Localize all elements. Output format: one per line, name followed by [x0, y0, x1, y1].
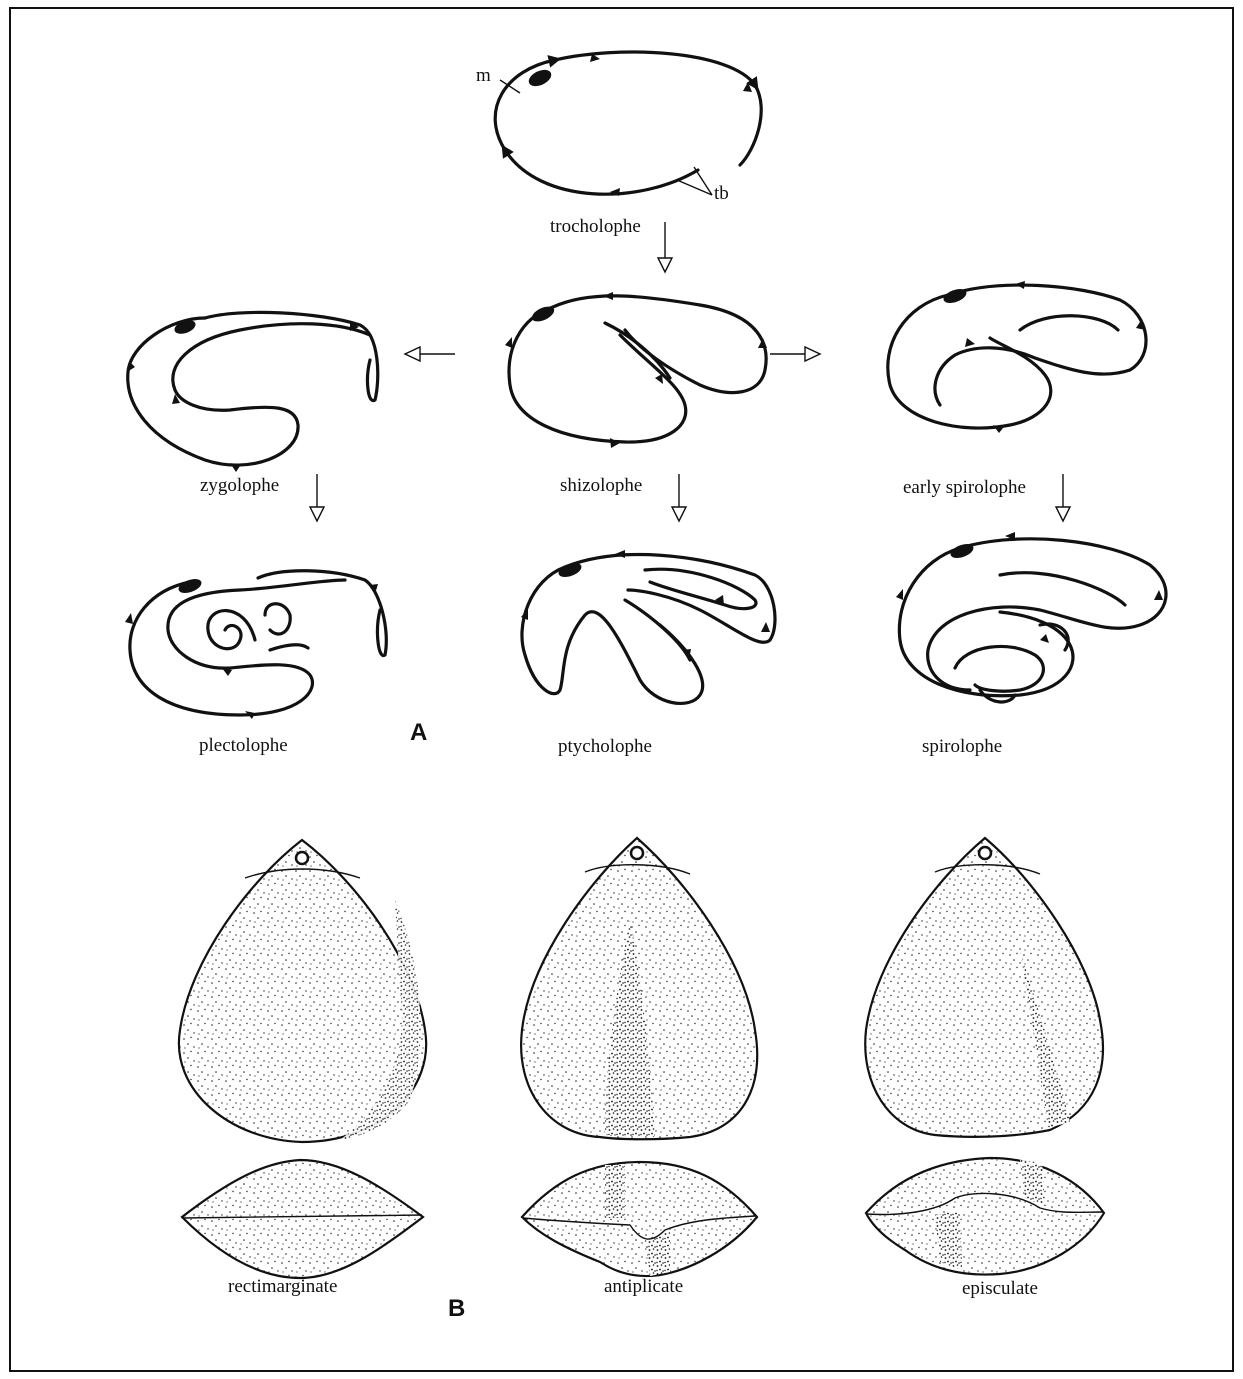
arrow-trocholophe-to-shizolophe: [658, 222, 672, 272]
antiplicate-shell: [521, 838, 757, 1276]
ptycholophe-diagram: [521, 550, 775, 703]
label-rectimarginate: rectimarginate: [228, 1276, 337, 1297]
panel-b-letter: B: [448, 1295, 465, 1322]
shizolophe-diagram: [505, 292, 767, 448]
trocholophe-diagram: m tb: [476, 52, 761, 204]
arrow-early-spirolophe-to-spirolophe: [1056, 474, 1070, 521]
early-spirolophe-diagram: [888, 281, 1146, 433]
zygolophe-diagram: [127, 312, 378, 472]
arrow-to-early-spirolophe: [770, 347, 820, 361]
plectolophe-diagram: [125, 571, 386, 719]
label-trocholophe: trocholophe: [550, 216, 641, 237]
arrow-to-zygolophe: [405, 347, 455, 361]
label-shizolophe: shizolophe: [560, 475, 642, 496]
arrow-zygolophe-to-plectolophe: [310, 474, 324, 521]
arrow-shizolophe-to-ptycholophe: [672, 474, 686, 521]
label-spirolophe: spirolophe: [922, 736, 1002, 757]
tentacle-bases-label: tb: [714, 183, 729, 204]
rectimarginate-shell: [179, 840, 426, 1278]
mouth-label: m: [476, 65, 491, 86]
label-ptycholophe: ptycholophe: [558, 736, 652, 757]
episculate-shell: [865, 838, 1104, 1275]
panel-a: m tb trocholophe zygolophe: [125, 52, 1166, 757]
spirolophe-diagram: [896, 532, 1166, 702]
label-antiplicate: antiplicate: [604, 1276, 683, 1297]
label-plectolophe: plectolophe: [199, 735, 288, 756]
label-episculate: episculate: [962, 1278, 1038, 1299]
panel-a-letter: A: [410, 719, 427, 746]
panel-b: rectimarginate antiplicate episculate B: [179, 838, 1104, 1322]
label-zygolophe: zygolophe: [200, 475, 279, 496]
label-early-spirolophe: early spirolophe: [903, 477, 1026, 498]
